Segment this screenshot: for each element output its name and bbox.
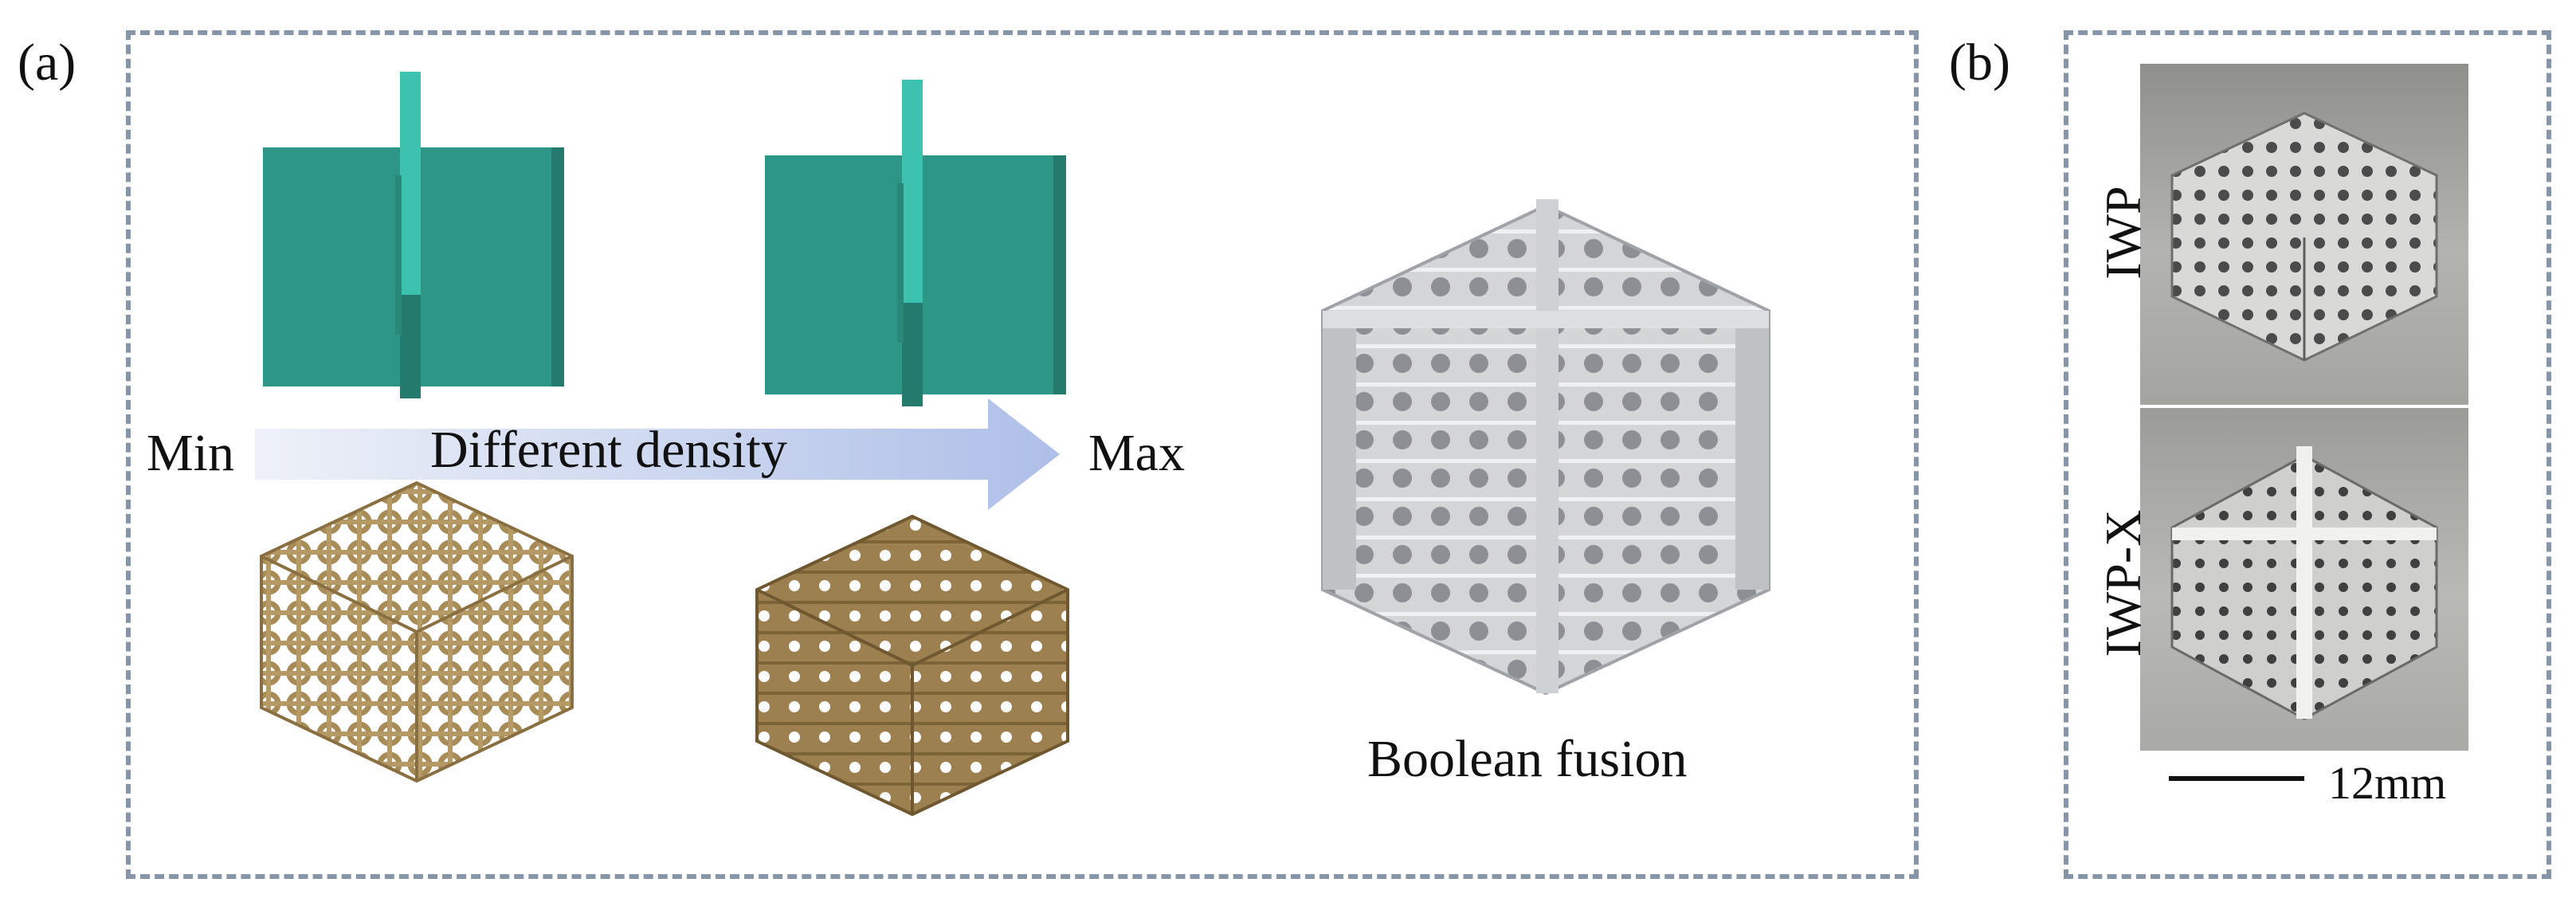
arrow-max-label: Max (1088, 424, 1185, 482)
plate-model-max (765, 80, 1066, 406)
fused-model (1321, 199, 1770, 696)
photo-iwp-x (2140, 408, 2468, 751)
scale-bar (2169, 776, 2304, 781)
plate-model-min (263, 72, 564, 398)
arrow-min-label: Min (147, 424, 235, 482)
arrow-text: Different density (430, 421, 787, 479)
panel-a-frame (126, 30, 1919, 879)
panel-a-label: (a) (18, 33, 76, 92)
fusion-label: Boolean fusion (1367, 730, 1688, 788)
vertical-rib (902, 80, 923, 303)
photo-iwp-label: IWP (2095, 186, 2151, 280)
lattice-cube-min (260, 480, 574, 783)
vertical-rib (400, 72, 421, 295)
side-plate-right (1735, 311, 1769, 590)
panel-b-frame (2064, 30, 2551, 879)
photo-iwp (2140, 64, 2468, 405)
vertical-rib (1536, 199, 1559, 693)
lattice-cube-max (755, 514, 1069, 817)
photo-iwp-x-label: IWP-X (2095, 509, 2151, 657)
side-plate-left (1323, 311, 1356, 590)
scale-label: 12mm (2328, 757, 2447, 809)
panel-b-label: (b) (1949, 33, 2010, 92)
horizontal-rib (1323, 311, 1769, 328)
density-arrow (255, 398, 1060, 510)
